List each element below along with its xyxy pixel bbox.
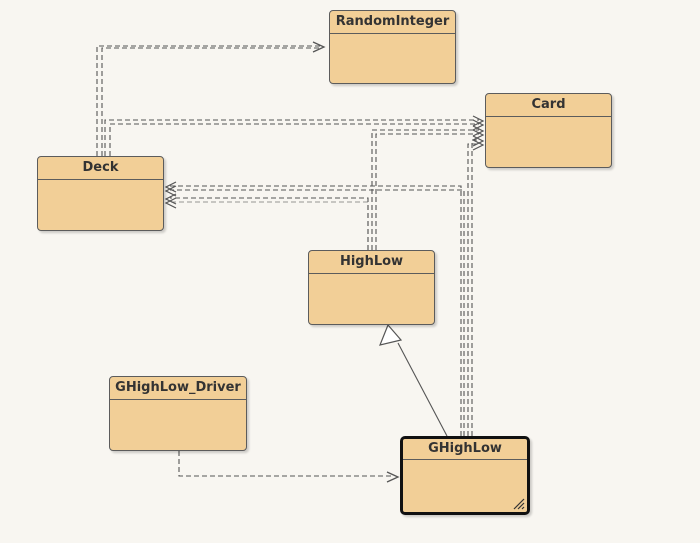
class-ghighlow-driver[interactable]: GHighLow_Driver	[109, 376, 247, 451]
class-highlow[interactable]: HighLow	[308, 250, 435, 325]
dependency-driver-to-ghighlow[interactable]	[178, 451, 400, 483]
arrowheads-card	[472, 115, 485, 151]
class-name-randominteger: RandomInteger	[330, 11, 455, 34]
class-card[interactable]: Card	[485, 93, 612, 168]
class-body-ghighlow-driver	[110, 400, 246, 450]
dependency-deck-to-randominteger[interactable]	[96, 41, 326, 156]
class-name-card: Card	[486, 94, 611, 117]
class-name-ghighlow-driver: GHighLow_Driver	[110, 377, 246, 400]
class-name-highlow: HighLow	[309, 251, 434, 274]
dependency-ghighlow-to-deck[interactable]	[170, 185, 465, 436]
class-name-ghighlow: GHighLow	[403, 439, 527, 460]
class-body-ghighlow	[403, 460, 527, 512]
class-body-deck	[38, 180, 163, 230]
inheritance-ghighlow-to-highlow[interactable]	[379, 323, 448, 437]
class-randominteger[interactable]: RandomInteger	[329, 10, 456, 84]
resize-grip-icon[interactable]	[511, 496, 525, 510]
dependency-ghighlow-to-card[interactable]	[467, 139, 479, 436]
class-ghighlow[interactable]: GHighLow	[400, 436, 530, 515]
arrowheads-deck	[164, 181, 177, 209]
dependency-highlow-to-deck[interactable]	[170, 197, 369, 250]
class-body-highlow	[309, 274, 434, 324]
class-deck[interactable]: Deck	[37, 156, 164, 231]
class-body-randominteger	[330, 34, 455, 83]
class-name-deck: Deck	[38, 157, 163, 180]
dependency-deck-to-card[interactable]	[104, 119, 479, 156]
class-body-card	[486, 117, 611, 167]
dependency-highlow-to-card[interactable]	[371, 129, 479, 250]
